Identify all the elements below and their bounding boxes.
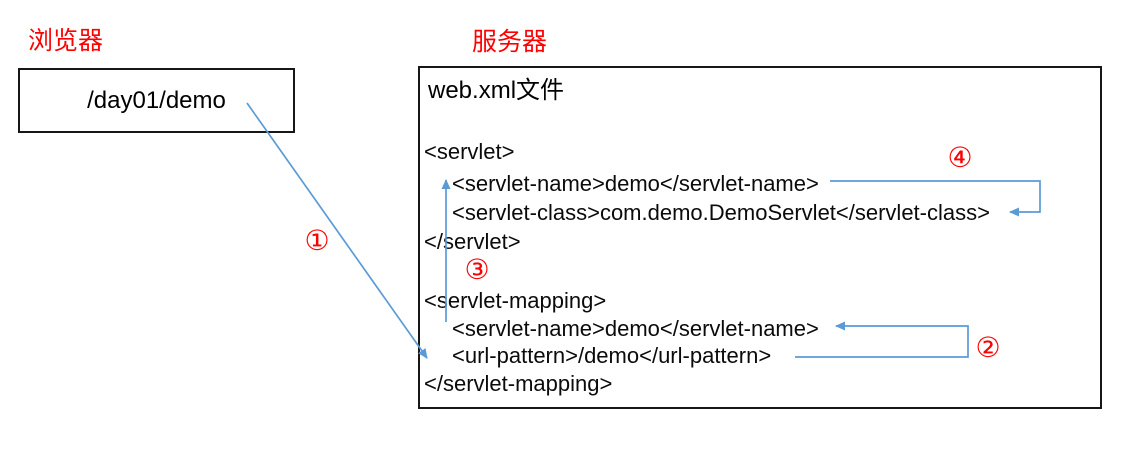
server-section-title: 服务器 [472, 27, 548, 56]
xml-line-servlet-class: <servlet-class>com.demo.DemoServlet</ser… [452, 200, 990, 225]
server-box: web.xml文件 <servlet> <servlet-name>demo</… [418, 66, 1102, 409]
xml-line-url-pattern: <url-pattern>/demo</url-pattern> [452, 343, 772, 368]
xml-line-mapping-servlet-name: <servlet-name>demo</servlet-name> [452, 316, 819, 341]
xml-line-servlet-open: <servlet> [424, 139, 515, 164]
step1-request-arrow [246, 102, 428, 359]
xml-line-servlet-close: </servlet> [424, 229, 521, 254]
xml-line-servlet-name: <servlet-name>demo</servlet-name> [452, 171, 819, 196]
request-url-text: /day01/demo [87, 86, 226, 114]
browser-box: /day01/demo [18, 68, 295, 133]
xml-line-servlet-mapping-close: </servlet-mapping> [424, 371, 613, 396]
step2-badge: ② [975, 331, 1001, 364]
step1-badge: ① [304, 224, 330, 257]
step4-badge: ④ [947, 141, 973, 174]
step3-badge: ③ [464, 253, 490, 286]
webxml-file-label: web.xml文件 [428, 77, 565, 104]
browser-section-title: 浏览器 [28, 26, 104, 55]
xml-line-servlet-mapping-open: <servlet-mapping> [424, 288, 607, 313]
